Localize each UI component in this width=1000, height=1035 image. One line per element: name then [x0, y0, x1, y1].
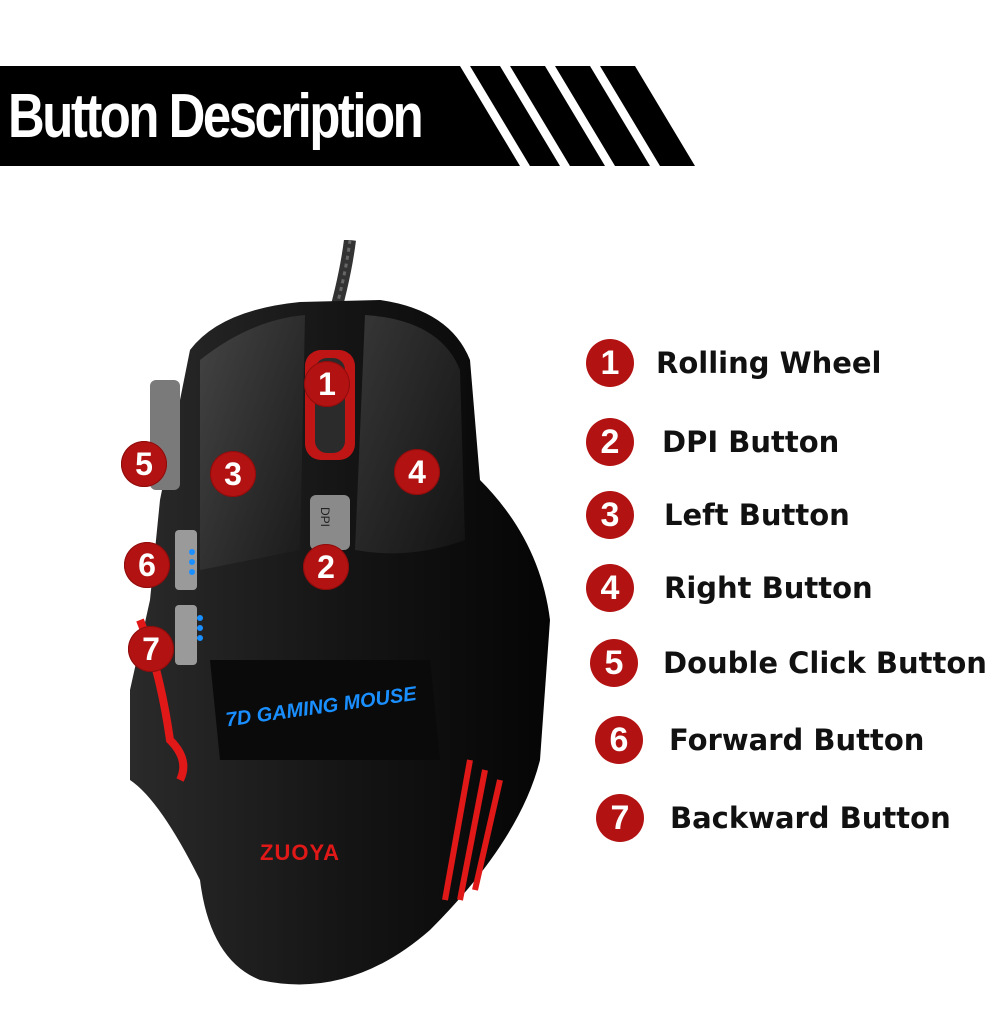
legend-number: 4: [586, 564, 634, 612]
legend-item-left-button: 3 Left Button: [586, 490, 850, 540]
header-banner: [0, 66, 1000, 166]
legend-item-backward-button: 7 Backward Button: [596, 793, 951, 843]
callout-7: 7: [128, 626, 174, 672]
legend-item-rolling-wheel: 1 Rolling Wheel: [586, 338, 882, 388]
legend-label: Forward Button: [669, 723, 925, 757]
legend-number: 7: [596, 794, 644, 842]
mouse-body: [130, 239, 550, 985]
legend-label: Backward Button: [670, 801, 951, 835]
page-title: Button Description: [8, 82, 424, 151]
callout-4: 4: [394, 449, 440, 495]
legend-item-forward-button: 6 Forward Button: [595, 715, 924, 765]
callout-3: 3: [210, 451, 256, 497]
brand-text: ZUOYA: [260, 840, 340, 865]
legend-label: Left Button: [664, 498, 850, 532]
callout-2: 2: [303, 544, 349, 590]
dpi-label: DPI: [318, 506, 333, 528]
legend-number: 3: [586, 491, 634, 539]
callout-5: 5: [121, 441, 167, 487]
legend-number: 2: [586, 418, 634, 466]
banner-stripes: [0, 66, 695, 166]
legend-item-double-click-button: 5 Double Click Button: [590, 638, 987, 688]
legend-number: 6: [595, 716, 643, 764]
callout-6: 6: [124, 542, 170, 588]
legend-item-dpi-button: 2 DPI Button: [586, 417, 839, 467]
mouse-illustration: DPI 7D GAMING MOUSE ZUOYA: [100, 239, 580, 1030]
legend-label: DPI Button: [662, 425, 840, 459]
callout-1: 1: [304, 361, 350, 407]
legend-label: Right Button: [664, 571, 873, 605]
legend-label: Double Click Button: [663, 646, 987, 680]
legend-item-right-button: 4 Right Button: [586, 563, 873, 613]
legend-number: 5: [590, 639, 638, 687]
legend-label: Rolling Wheel: [656, 346, 882, 380]
legend-number: 1: [586, 339, 634, 387]
